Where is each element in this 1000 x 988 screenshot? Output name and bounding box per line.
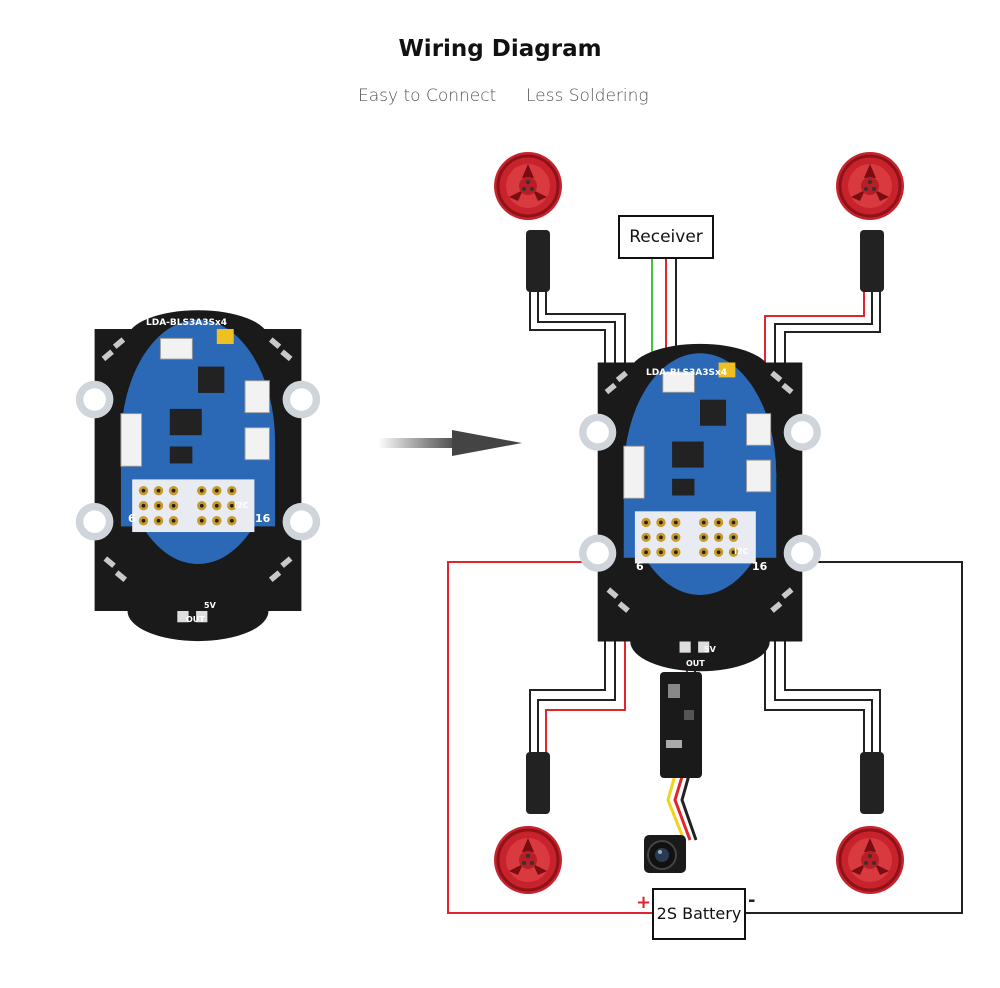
pad-i2c-right: I2C xyxy=(734,547,749,556)
pad-out-left: OUT xyxy=(186,615,205,624)
pad-i2c-left: I2C xyxy=(234,501,249,510)
pad-5v-left: 5V xyxy=(204,601,217,610)
receiver-box: Receiver xyxy=(618,215,714,259)
battery-label: 2S Battery xyxy=(656,904,742,923)
motor-bottom-right-icon xyxy=(834,824,906,896)
camera-icon xyxy=(644,835,686,873)
vtx-board xyxy=(660,672,702,778)
battery-box: 2S Battery xyxy=(652,888,746,940)
receiver-label: Receiver xyxy=(629,227,703,247)
board-label-top-right: LDA-BLS3A3Sx4 xyxy=(646,368,727,378)
battery-minus-sign: - xyxy=(748,890,755,911)
pad-6-left: 6 xyxy=(128,512,136,525)
transition-arrow xyxy=(378,430,522,456)
tagline-less-soldering: Less Soldering xyxy=(526,86,649,106)
motor-top-right-icon xyxy=(834,150,906,222)
motor-leads xyxy=(526,230,884,814)
board-label-top-left: LDA-BLS3A3Sx4 xyxy=(146,318,227,328)
assembled-board: LDA-BLS3A3Sx4 6 16 I2C 5V OUT xyxy=(578,343,822,672)
pad-16-right: 16 xyxy=(752,560,768,573)
pad-6-right: 6 xyxy=(636,560,644,573)
pad-16-left: 16 xyxy=(255,512,271,525)
tagline-easy-connect: Easy to Connect xyxy=(358,86,497,106)
pad-5v-right: 5V xyxy=(704,645,717,654)
motor-bottom-left-icon xyxy=(492,824,564,896)
pad-out-right: OUT xyxy=(686,659,705,668)
standalone-board: LDA-BLS3A3Sx4 6 16 I2C 5V OUT xyxy=(75,309,321,642)
battery-plus-sign: + xyxy=(636,892,651,913)
page-title: Wiring Diagram xyxy=(398,36,602,62)
motor-top-left-icon xyxy=(492,150,564,222)
